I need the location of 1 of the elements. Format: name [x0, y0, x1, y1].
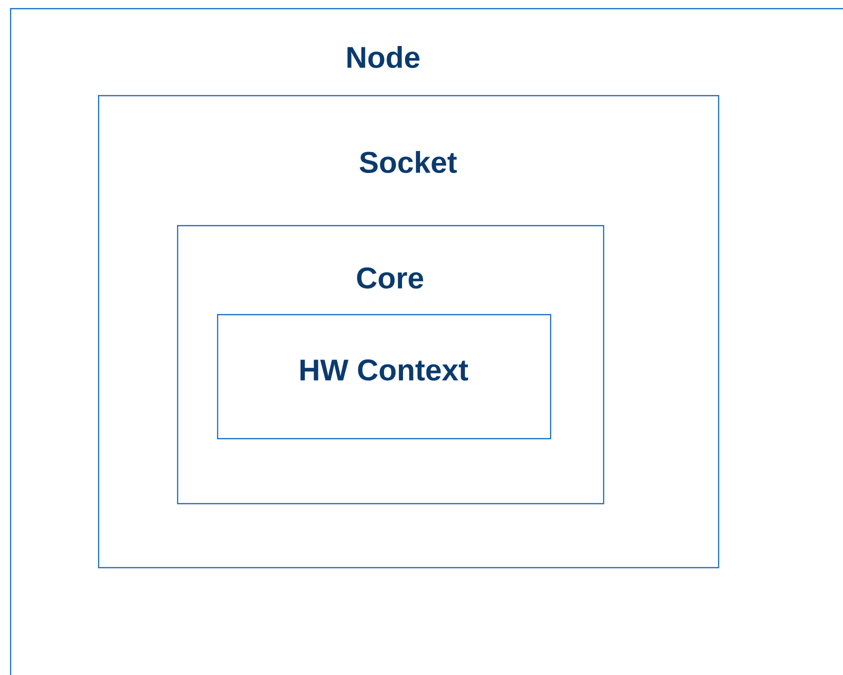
nested-box: HW Context: [217, 314, 552, 440]
